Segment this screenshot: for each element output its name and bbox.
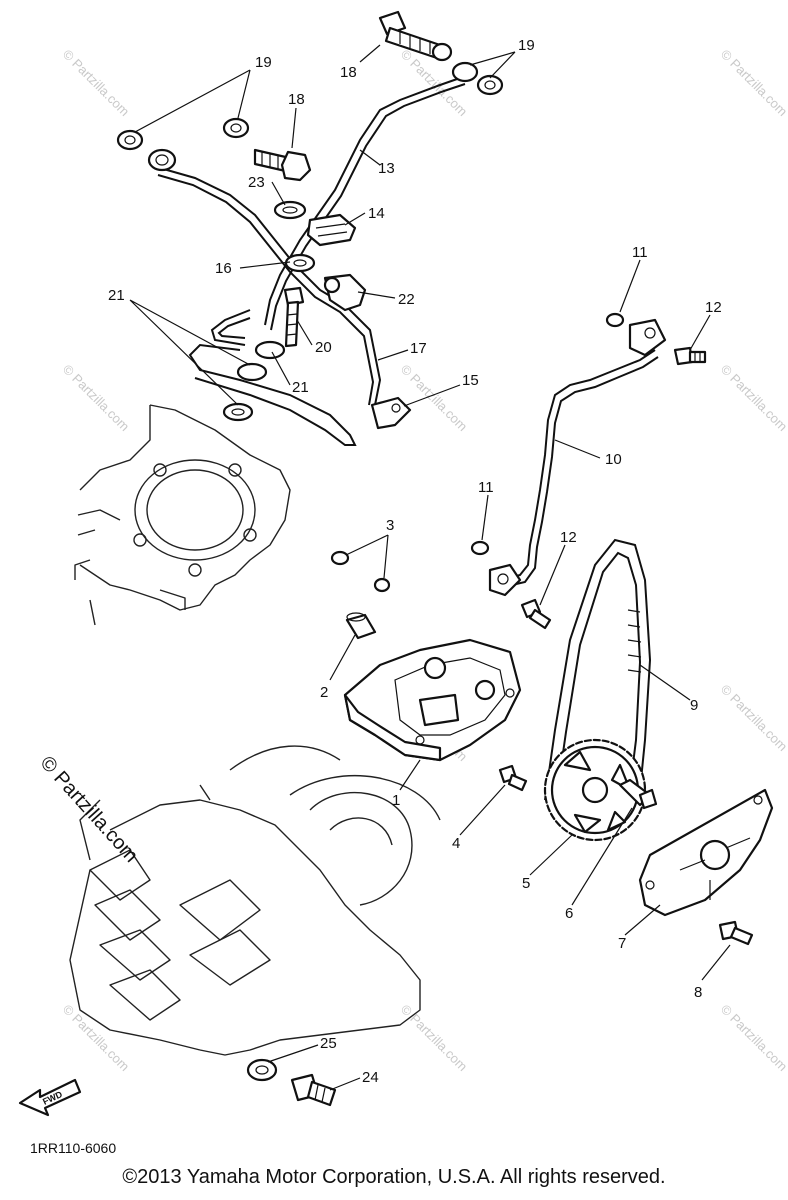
callout-19-right: 19 (518, 37, 535, 54)
watermark-tile: © Partzilla.com (718, 682, 788, 755)
part-14-clamp (306, 213, 357, 247)
oil-pipe-10 (509, 349, 659, 586)
watermark-tile: © Partzilla.com (718, 47, 788, 120)
callout-8: 8 (694, 984, 702, 1001)
part-6-bolt (618, 778, 658, 810)
cylinder-head-outline (74, 404, 291, 626)
callout-20: 20 (315, 339, 332, 356)
part-11-o-ring-bottom (470, 540, 490, 556)
watermark-tile: © Partzilla.com (718, 362, 788, 435)
callout-4: 4 (452, 835, 460, 852)
callout-3: 3 (386, 517, 394, 534)
part-9-drive-chain (544, 538, 652, 831)
watermark-tile: © Partzilla.com (718, 1002, 788, 1075)
part-1-oil-pump (343, 638, 522, 762)
callout-12-bottom: 12 (560, 529, 577, 546)
fwd-arrow-icon: FWD (18, 1078, 82, 1117)
callout-11-top: 11 (632, 244, 648, 261)
callout-5: 5 (522, 875, 530, 892)
watermark-tile: © Partzilla.com (398, 362, 471, 435)
pipe-10-flange-top (628, 318, 667, 357)
callout-19-left: 19 (255, 54, 272, 71)
part-23-washer (273, 200, 307, 220)
callout-21-mid: 21 (292, 379, 309, 396)
callout-7: 7 (618, 935, 626, 952)
callout-21-top: 21 (108, 287, 125, 304)
callout-1: 1 (392, 792, 400, 809)
part-18-union-bolt-top (378, 10, 453, 62)
part-18-union-bolt-left (253, 148, 312, 182)
callout-12-top: 12 (705, 299, 722, 316)
callout-13: 13 (378, 160, 395, 177)
callout-11-bottom: 11 (478, 479, 494, 496)
callout-15: 15 (462, 372, 479, 389)
part-20-bolt (283, 286, 305, 348)
watermark-tile: © Partzilla.com (398, 1002, 471, 1075)
part-11-o-ring-top (605, 312, 625, 328)
callout-17: 17 (410, 340, 427, 357)
part-12-bolt-top (673, 346, 707, 366)
leader-lines (129, 44, 731, 1091)
crankcase-outline (69, 745, 441, 1056)
callout-18-top: 18 (340, 64, 357, 81)
watermark-tile: © Partzilla.com (60, 47, 133, 120)
part-25-washer (246, 1058, 278, 1082)
callout-9: 9 (690, 697, 698, 714)
part-22-clamp (323, 273, 367, 312)
diagram-code: 1RR110-6060 (30, 1140, 117, 1156)
part-24-drain-bolt (290, 1073, 337, 1107)
part-16-washer (284, 253, 316, 273)
callout-14: 14 (368, 205, 385, 222)
callout-22: 22 (398, 291, 415, 308)
part-7-cover-plate (638, 788, 774, 917)
copyright-notice: ©2013 Yamaha Motor Corporation, U.S.A. A… (122, 1166, 666, 1188)
part-2-dowel-pin (345, 612, 377, 640)
part-8-bolt (718, 920, 754, 946)
callout-25: 25 (320, 1035, 337, 1052)
callout-2: 2 (320, 684, 328, 701)
part-12-bolt-bottom (520, 598, 552, 630)
callout-labels: 19 19 18 18 13 23 14 16 22 21 20 21 17 1… (108, 37, 722, 1086)
callout-18-left: 18 (288, 91, 305, 108)
oil-pipe-13 (264, 77, 466, 331)
oil-pipe-21-loop (188, 343, 357, 446)
callout-10: 10 (605, 451, 622, 468)
part-21-washers (222, 340, 286, 422)
watermark-tile: © Partzilla.com (60, 362, 133, 435)
callout-16: 16 (215, 260, 232, 277)
watermark-tile: © Partzilla.com (60, 1002, 133, 1075)
part-3-o-rings (330, 550, 391, 593)
callout-23: 23 (248, 174, 265, 191)
part-5-sprocket (543, 738, 647, 842)
callout-24: 24 (362, 1069, 379, 1086)
watermark-grid: © Partzilla.com © Partzilla.com © Partzi… (60, 47, 788, 1075)
part-19-washers (116, 61, 504, 172)
part-15-bracket (370, 396, 412, 430)
pipe-10-flange-bottom (488, 563, 522, 597)
part-4-bolt (498, 764, 528, 792)
callout-6: 6 (565, 905, 573, 922)
